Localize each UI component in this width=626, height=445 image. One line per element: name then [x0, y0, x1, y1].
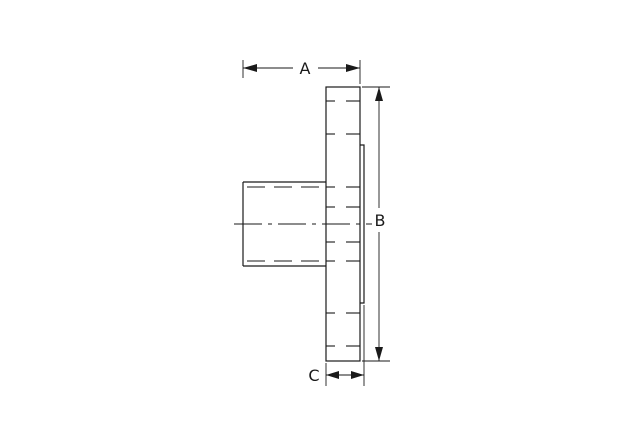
- dimension-c: C: [308, 305, 365, 386]
- dimension-c-arrow-left: [326, 371, 339, 379]
- dimension-c-label: C: [308, 366, 319, 385]
- dimension-a: A: [242, 59, 361, 84]
- dimension-a-label: A: [300, 59, 311, 78]
- raised-face: [360, 144, 365, 304]
- flange-hidden-lines: [326, 100, 360, 347]
- dimension-c-arrow-right: [351, 371, 364, 379]
- dimension-b: B: [362, 86, 390, 362]
- dimension-b-arrow-bottom: [375, 347, 383, 361]
- dimension-b-label: B: [375, 211, 386, 230]
- dimension-a-arrow-left: [243, 64, 257, 72]
- dimension-b-arrow-top: [375, 87, 383, 101]
- dimension-a-arrow-right: [346, 64, 360, 72]
